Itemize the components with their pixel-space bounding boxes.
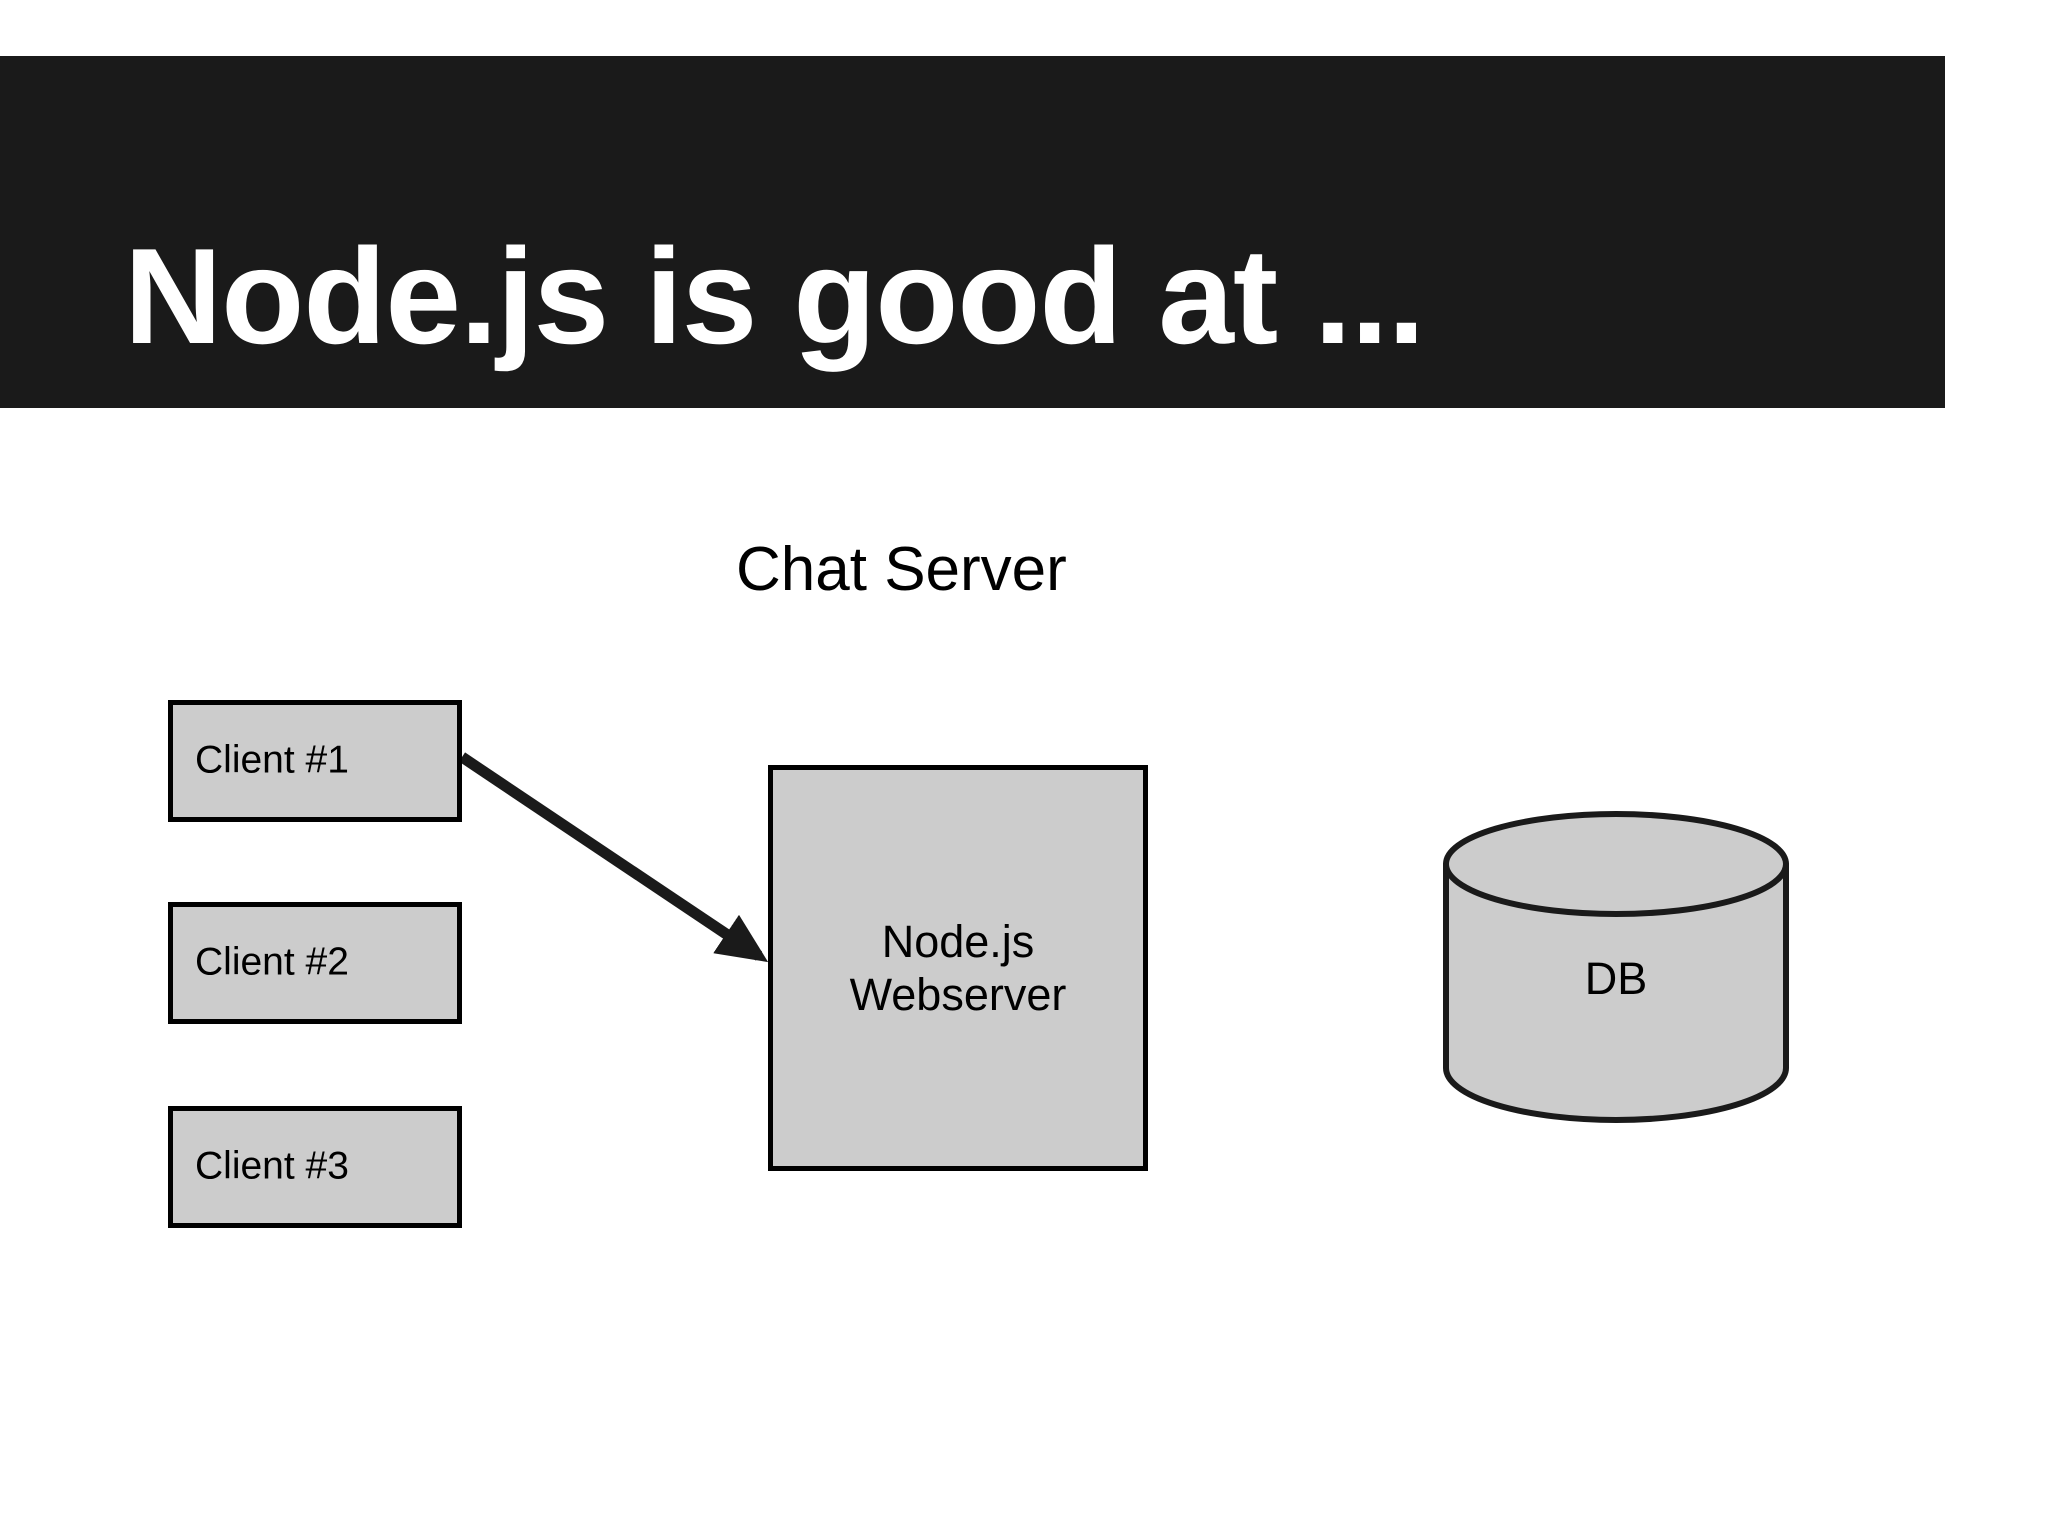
webserver-node[interactable]: Node.js Webserver xyxy=(768,765,1148,1171)
page-title: Node.js is good at ... xyxy=(124,220,1425,372)
client-node-3-label: Client #3 xyxy=(195,1144,349,1188)
webserver-node-label: Node.js Webserver xyxy=(849,915,1067,1020)
arrow-client1-to-webserver xyxy=(440,720,800,1000)
database-node[interactable]: DB xyxy=(1440,808,1792,1124)
database-cylinder-icon xyxy=(1443,811,1789,1123)
client-node-1-label: Client #1 xyxy=(195,738,349,782)
diagram-title: Chat Server xyxy=(736,535,1067,604)
client-node-1[interactable]: Client #1 xyxy=(168,700,462,822)
client-node-2[interactable]: Client #2 xyxy=(168,902,462,1024)
client-node-3[interactable]: Client #3 xyxy=(168,1106,462,1228)
title-bar: Node.js is good at ... xyxy=(0,56,1945,408)
client-node-2-label: Client #2 xyxy=(195,940,349,984)
